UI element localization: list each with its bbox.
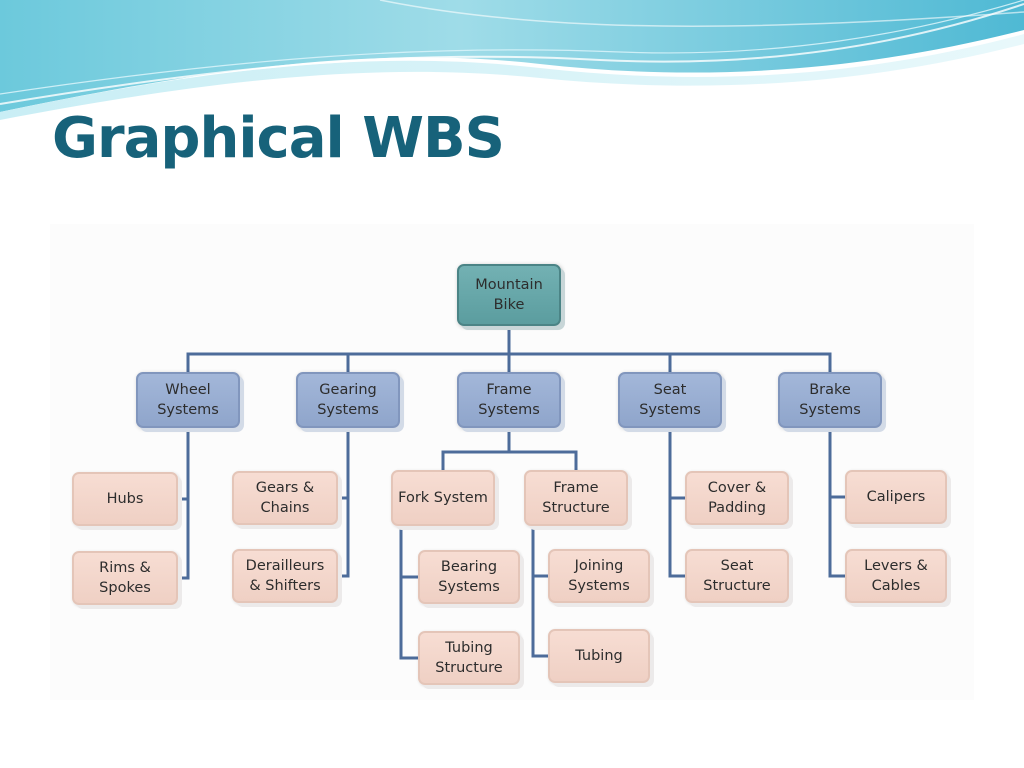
wbs-node-wheel-systems: Wheel Systems (136, 372, 240, 428)
wbs-node-tubing: Tubing (548, 629, 650, 683)
wbs-node-bearing-systems: Bearing Systems (418, 550, 520, 604)
header-wave-banner (0, 0, 1024, 120)
wbs-node-gearing-systems: Gearing Systems (296, 372, 400, 428)
wbs-node-fork-system: Fork System (391, 470, 495, 526)
wbs-diagram: Mountain Bike Wheel Systems Gearing Syst… (50, 224, 974, 700)
wbs-node-seat-systems: Seat Systems (618, 372, 722, 428)
wbs-node-frame-systems: Frame Systems (457, 372, 561, 428)
wbs-node-cover-padding: Cover & Padding (685, 471, 789, 525)
wbs-node-tubing-structure: Tubing Structure (418, 631, 520, 685)
wbs-connector-lines (176, 324, 847, 660)
wbs-node-rims-spokes: Rims & Spokes (72, 551, 178, 605)
wbs-node-gears-chains: Gears & Chains (232, 471, 338, 525)
wbs-node-seat-structure: Seat Structure (685, 549, 789, 603)
wbs-node-brake-systems: Brake Systems (778, 372, 882, 428)
wbs-node-joining-systems: Joining Systems (548, 549, 650, 603)
wbs-node-levers-cables: Levers & Cables (845, 549, 947, 603)
wbs-node-hubs: Hubs (72, 472, 178, 526)
slide-title: Graphical WBS (52, 106, 505, 171)
wbs-node-derailleurs-shifters: Derailleurs & Shifters (232, 549, 338, 603)
wbs-node-frame-structure: Frame Structure (524, 470, 628, 526)
wbs-node-mountain-bike: Mountain Bike (457, 264, 561, 326)
wbs-node-calipers: Calipers (845, 470, 947, 524)
